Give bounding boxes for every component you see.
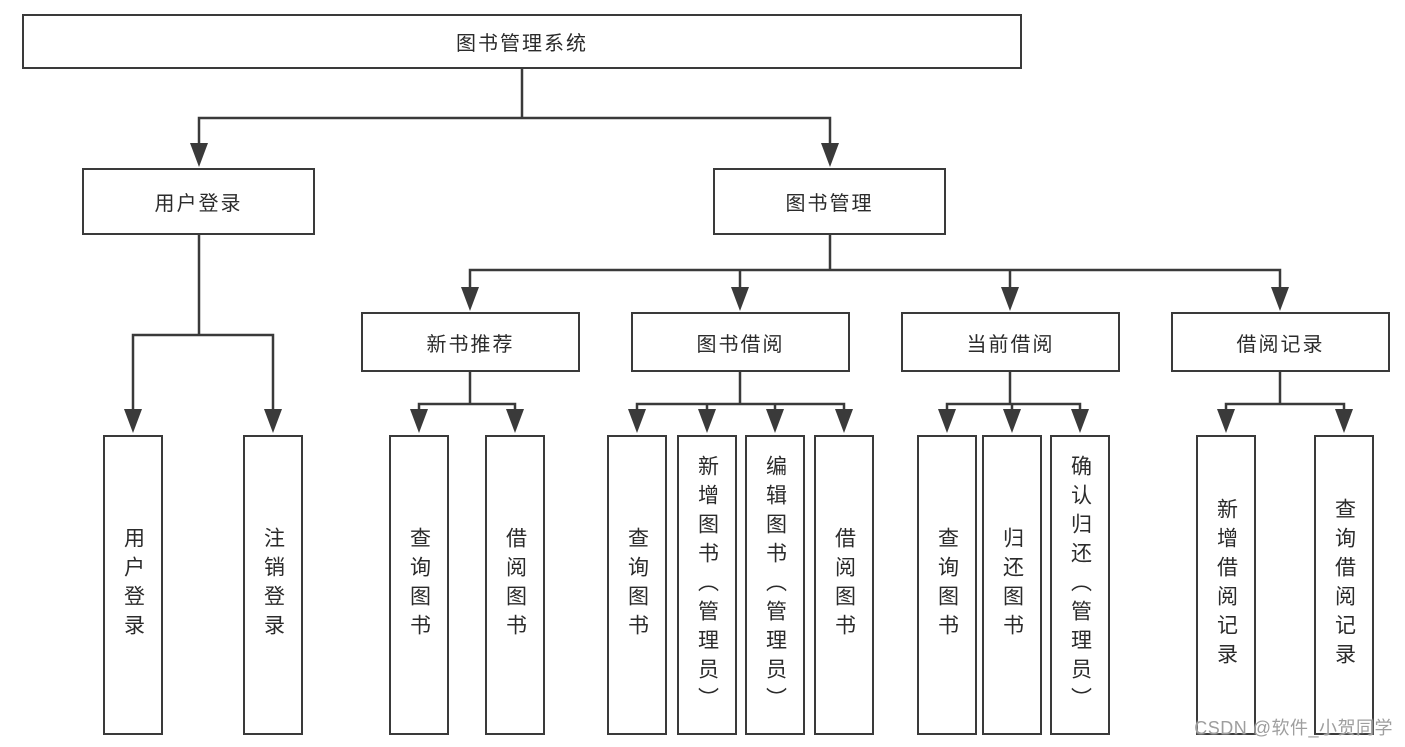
leaf-edit-books-admin: 编辑图书（管理员） bbox=[745, 435, 805, 735]
node-book-management: 图书管理 bbox=[713, 168, 946, 235]
leaf-logout: 注销登录 bbox=[243, 435, 303, 735]
csdn-watermark: CSDN @软件_小贺同学 bbox=[1194, 718, 1393, 738]
node-user-login: 用户登录 bbox=[82, 168, 315, 235]
leaf-borrow-books: 借阅图书 bbox=[814, 435, 874, 735]
leaf-user-login: 用户登录 bbox=[103, 435, 163, 735]
leaf-add-borrow-record: 新增借阅记录 bbox=[1196, 435, 1256, 735]
node-current-borrowing: 当前借阅 bbox=[901, 312, 1120, 372]
leaf-query-borrow-record: 查询借阅记录 bbox=[1314, 435, 1374, 735]
leaf-confirm-return-admin: 确认归还（管理员） bbox=[1050, 435, 1110, 735]
leaf-add-books-admin: 新增图书（管理员） bbox=[677, 435, 737, 735]
node-borrowing-records: 借阅记录 bbox=[1171, 312, 1390, 372]
node-new-book-recommendation: 新书推荐 bbox=[361, 312, 580, 372]
leaf-return-books: 归还图书 bbox=[982, 435, 1042, 735]
leaf-query-books-borrow: 查询图书 bbox=[607, 435, 667, 735]
node-book-borrowing: 图书借阅 bbox=[631, 312, 850, 372]
node-library-management-system: 图书管理系统 bbox=[22, 14, 1022, 69]
leaf-borrow-books-recommend: 借阅图书 bbox=[485, 435, 545, 735]
leaf-query-books-current: 查询图书 bbox=[917, 435, 977, 735]
leaf-query-books-recommend: 查询图书 bbox=[389, 435, 449, 735]
